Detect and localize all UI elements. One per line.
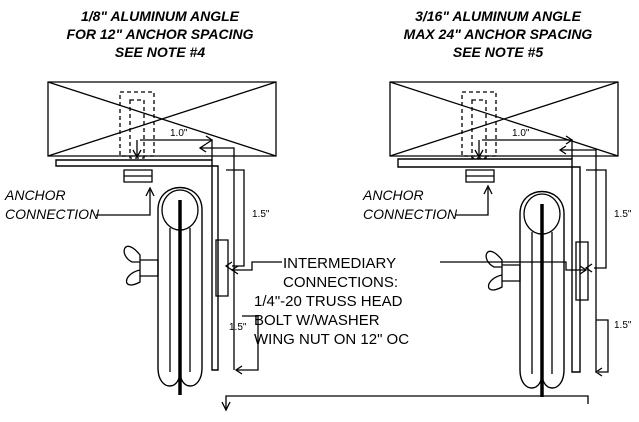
right-heading-line-2: MAX 24" ANCHOR SPACING xyxy=(404,26,593,42)
right-aluminum-angle xyxy=(398,159,580,372)
note-line-5: WING NUT ON 12" OC xyxy=(254,331,409,348)
right-dim-line-inner xyxy=(560,150,596,372)
left-beam-section xyxy=(48,82,276,156)
right-heading-line-1: 3/16" ALUMINUM ANGLE xyxy=(415,8,581,24)
note-line-1: INTERMEDIARY xyxy=(283,255,396,272)
note-line-3: 1/4"-20 TRUSS HEAD xyxy=(254,293,403,310)
note-line-2: CONNECTIONS: xyxy=(283,274,398,291)
right-screen-tube xyxy=(520,192,564,389)
note-leaders xyxy=(222,262,588,410)
right-dim-line-lower xyxy=(596,320,608,372)
left-heading-line-3: SEE NOTE #4 xyxy=(115,44,205,60)
note-leader-left xyxy=(232,262,282,270)
right-anchor-label-line-2: CONNECTION xyxy=(363,206,458,222)
left-dim-line-upper xyxy=(226,170,244,266)
right-heading-line-3: SEE NOTE #5 xyxy=(453,44,543,60)
left-screen-tube xyxy=(158,188,202,387)
left-beam-x-2 xyxy=(48,82,276,156)
left-anchor-leader xyxy=(96,190,150,215)
left-dim-line-inner xyxy=(200,148,234,370)
note-line-4: BOLT W/WASHER xyxy=(254,312,380,329)
right-detail: 3/16" ALUMINUM ANGLE MAX 24" ANCHOR SPAC… xyxy=(362,8,632,397)
left-anchor-label-line-2: CONNECTION xyxy=(5,206,100,222)
right-dim-upper: 1.5" xyxy=(614,209,632,220)
left-dim-line-lower xyxy=(236,316,258,370)
left-intermediary-plate xyxy=(216,240,228,296)
left-dim-lower: 1.5" xyxy=(229,322,247,333)
right-beam-section xyxy=(390,82,618,156)
left-detail: 1/8" ALUMINUM ANGLE FOR 12" ANCHOR SPACI… xyxy=(4,8,276,395)
left-wing-nut xyxy=(124,246,158,285)
right-wing-nut xyxy=(486,251,520,290)
left-dim-flange: 1.0" xyxy=(170,128,188,139)
left-heading-line-1: 1/8" ALUMINUM ANGLE xyxy=(81,8,240,24)
bottom-connector xyxy=(226,396,588,410)
intermediary-note: INTERMEDIARY CONNECTIONS: 1/4"-20 TRUSS … xyxy=(254,255,409,348)
right-anchor-label-line-1: ANCHOR xyxy=(362,187,424,203)
left-heading-line-2: FOR 12" ANCHOR SPACING xyxy=(66,26,253,42)
left-anchor-label-line-1: ANCHOR xyxy=(4,187,66,203)
left-dim-upper: 1.5" xyxy=(252,209,270,220)
right-dim-lower: 1.5" xyxy=(614,320,632,331)
right-anchor-leader xyxy=(456,188,488,215)
right-dim-flange: 1.0" xyxy=(512,128,530,139)
right-intermediary-plate xyxy=(576,242,588,300)
note-leader-right xyxy=(440,262,586,270)
right-dim-line-upper xyxy=(586,170,606,268)
